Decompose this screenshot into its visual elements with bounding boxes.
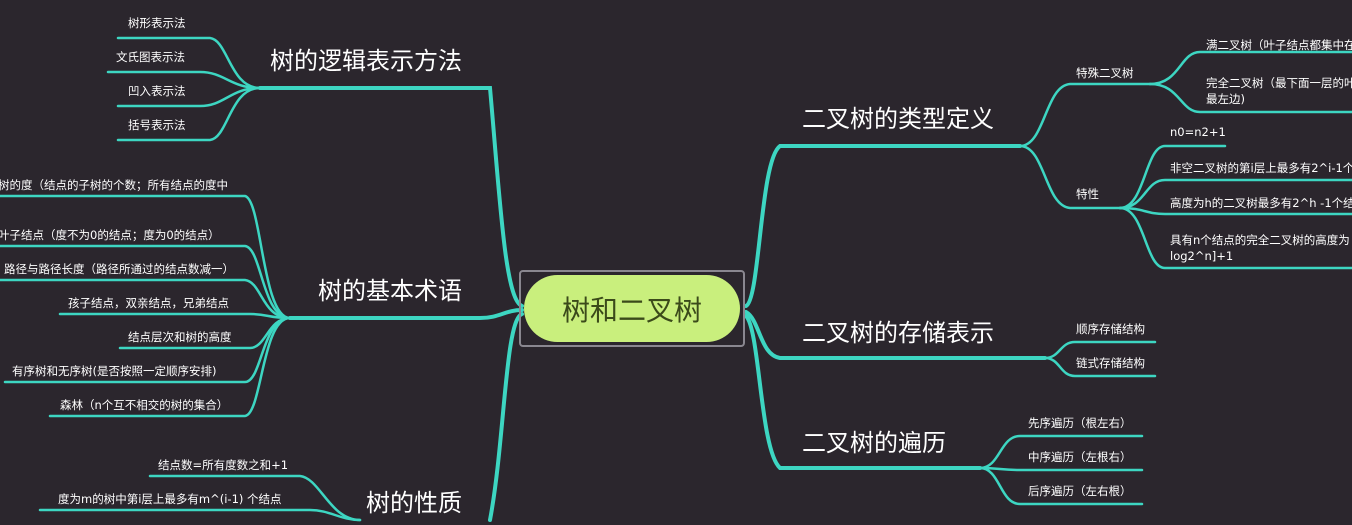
logic-item-3[interactable]: 凹入表示法 (128, 84, 186, 98)
traits-item-1[interactable]: n0=n2+1 (1170, 125, 1226, 139)
storage-item-2[interactable]: 链式存储结构 (1076, 356, 1145, 370)
props-item-1[interactable]: 结点数=所有度数之和+1 (158, 458, 289, 472)
topic-logic[interactable]: 树的逻辑表示方法 (270, 47, 462, 75)
props-item-2[interactable]: 度为m的树中第i层上最多有m^(i-1) 个结点 (58, 492, 282, 506)
terms-item-1[interactable]: 树的度（结点的子树的个数；所有结点的度中 (0, 178, 228, 192)
main-branches (258, 86, 1047, 522)
terms-item-2[interactable]: 叶子结点（度不为0的结点；度为0的结点） (0, 228, 220, 242)
traverse-item-1[interactable]: 先序遍历（根左右） (1028, 416, 1132, 430)
special-bt-label[interactable]: 特殊二叉树 (1076, 66, 1134, 80)
traits-item-4[interactable]: 具有n个结点的完全二叉树的高度为 (1170, 233, 1350, 247)
traverse-item-2[interactable]: 中序遍历（左根右） (1028, 450, 1132, 464)
traits-label[interactable]: 特性 (1076, 187, 1099, 201)
terms-item-3[interactable]: 路径与路径长度（路径所通过的结点数减一） (4, 262, 234, 276)
traits-item-2[interactable]: 非空二叉树的第i层上最多有2^i-1个 (1170, 161, 1352, 175)
topic-types[interactable]: 二叉树的类型定义 (802, 105, 994, 133)
root-node[interactable]: 树和二叉树 (524, 275, 740, 342)
traverse-item-3[interactable]: 后序遍历（左右根） (1028, 484, 1132, 498)
terms-item-4[interactable]: 孩子结点，双亲结点，兄弟结点 (68, 296, 229, 310)
terms-item-5[interactable]: 结点层次和树的高度 (128, 330, 232, 344)
special-item-2[interactable]: 完全二叉树（最下面一层的叶 (1206, 76, 1352, 90)
traits-item-4-cont: log2^n]+1 (1170, 249, 1234, 263)
sub-branches (0, 36, 1352, 522)
logic-item-1[interactable]: 树形表示法 (128, 16, 186, 30)
topic-storage[interactable]: 二叉树的存储表示 (802, 319, 994, 347)
storage-item-1[interactable]: 顺序存储结构 (1076, 322, 1145, 336)
root-selection-frame (519, 270, 745, 347)
logic-item-4[interactable]: 括号表示法 (128, 118, 186, 132)
traits-item-3[interactable]: 高度为h的二叉树最多有2^h -1个结 (1170, 196, 1352, 210)
terms-item-7[interactable]: 森林（n个互不相交的树的集合） (60, 398, 229, 412)
root-label: 树和二叉树 (561, 293, 702, 327)
special-item-1[interactable]: 满二叉树（叶子结点都集中在 (1206, 38, 1352, 52)
topic-terms[interactable]: 树的基本术语 (318, 277, 462, 305)
topic-traverse[interactable]: 二叉树的遍历 (802, 429, 946, 457)
terms-item-6[interactable]: 有序树和无序树(是否按照一定顺序安排) (12, 364, 217, 378)
topic-props[interactable]: 树的性质 (366, 489, 462, 517)
logic-item-2[interactable]: 文氏图表示法 (116, 50, 185, 64)
special-item-2-cont: 最左边) (1206, 92, 1245, 106)
